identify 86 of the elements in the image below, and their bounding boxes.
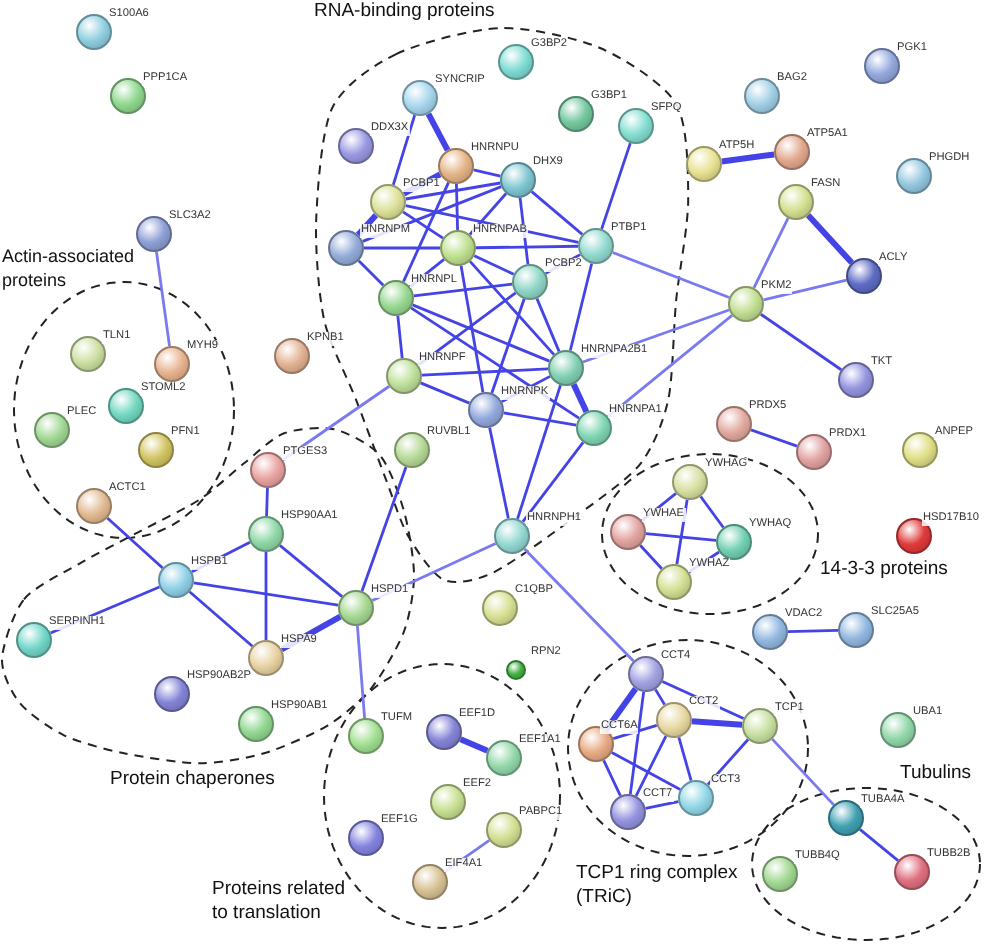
interaction-line xyxy=(771,738,835,806)
interaction-line xyxy=(503,411,577,427)
interaction-line xyxy=(459,265,485,393)
interaction-line xyxy=(490,298,526,394)
interaction-line xyxy=(191,540,251,574)
interaction-line xyxy=(279,544,343,598)
interaction-line xyxy=(699,495,725,529)
interaction-line xyxy=(530,190,584,236)
interaction-line xyxy=(413,282,513,298)
interaction-line xyxy=(675,499,689,565)
interaction-line xyxy=(468,192,508,236)
interaction-line xyxy=(688,550,720,574)
interaction-line xyxy=(155,251,171,347)
interaction-line xyxy=(570,383,590,413)
interaction-line xyxy=(521,441,585,523)
interaction-line xyxy=(265,487,269,517)
group-label: Actin-associated proteins xyxy=(2,246,137,292)
interaction-line xyxy=(469,260,555,356)
interaction-line xyxy=(787,629,839,633)
interaction-line xyxy=(488,427,510,519)
interaction-line xyxy=(706,738,750,786)
interaction-line xyxy=(264,552,268,640)
interaction-line xyxy=(473,168,501,178)
interaction-line xyxy=(355,213,379,237)
interaction-line xyxy=(518,197,530,265)
group-label: TCP1 ring complex (TRiC) xyxy=(576,862,740,910)
interaction-line xyxy=(516,384,562,520)
interaction-line xyxy=(476,244,578,250)
interaction-line xyxy=(459,736,489,754)
interaction-line xyxy=(356,625,366,719)
interaction-line xyxy=(545,253,581,275)
interaction-line xyxy=(654,688,666,706)
interaction-line xyxy=(568,263,594,351)
interaction-line xyxy=(582,308,730,364)
group-label: 14-3-3 proteins xyxy=(820,558,948,582)
interaction-line xyxy=(193,581,339,607)
interaction-line xyxy=(611,751,681,791)
interaction-line xyxy=(473,254,515,276)
interaction-line xyxy=(188,590,254,648)
interaction-line xyxy=(421,367,549,377)
interaction-line xyxy=(357,259,385,287)
interaction-line xyxy=(405,204,579,244)
interaction-line xyxy=(425,112,451,152)
interaction-line xyxy=(691,718,743,728)
interaction-line xyxy=(405,181,501,201)
interaction-line xyxy=(805,213,855,265)
interaction-line xyxy=(639,544,663,570)
interaction-line xyxy=(612,723,658,741)
interaction-line xyxy=(677,736,693,782)
interaction-line xyxy=(634,735,668,797)
group-label: Protein chaperones xyxy=(109,767,275,792)
interaction-line xyxy=(628,691,646,795)
group-label: Proteins related to translation xyxy=(212,878,348,926)
interaction-line xyxy=(501,375,551,403)
interaction-line xyxy=(535,298,561,352)
interaction-line xyxy=(600,142,632,230)
interaction-line xyxy=(412,303,550,363)
interaction-line xyxy=(50,585,160,635)
interaction-line xyxy=(645,800,679,810)
interaction-line xyxy=(859,828,899,862)
interaction-line xyxy=(661,680,745,720)
interaction-line xyxy=(396,315,404,359)
interaction-line xyxy=(360,466,408,592)
interaction-line xyxy=(750,428,798,448)
interaction-line xyxy=(721,151,775,165)
interaction-line xyxy=(645,532,717,542)
interaction-line xyxy=(455,183,459,231)
interaction-line xyxy=(402,171,442,197)
interaction-line xyxy=(763,278,847,302)
interaction-line xyxy=(410,306,580,420)
interaction-line xyxy=(752,217,790,289)
interaction-line xyxy=(523,547,635,663)
interaction-line xyxy=(612,251,730,299)
interaction-line xyxy=(280,614,342,652)
interaction-line xyxy=(371,542,497,602)
group-label: Tubulins xyxy=(900,762,972,786)
interaction-line xyxy=(364,246,440,250)
interaction-line xyxy=(391,114,417,186)
interaction-line xyxy=(602,759,622,797)
interaction-line xyxy=(362,185,502,243)
interaction-line xyxy=(106,517,164,569)
interaction-line xyxy=(420,381,470,405)
interaction-line xyxy=(402,181,450,283)
group-label: RNA-binding proteins xyxy=(314,0,495,24)
interaction-line xyxy=(402,210,444,240)
interaction-line xyxy=(760,313,842,371)
